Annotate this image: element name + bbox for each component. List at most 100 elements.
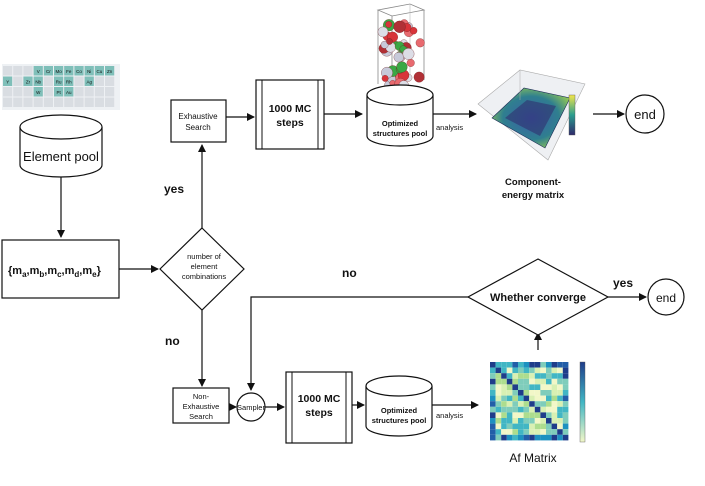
af-cell (523, 423, 530, 430)
af-cell (557, 418, 563, 424)
non-exhaustive-line-3: Search (189, 412, 213, 421)
atom-sphere (381, 75, 389, 82)
periodic-cell (105, 76, 115, 86)
af-cell (529, 378, 535, 385)
no-label-loop: no (342, 266, 357, 280)
periodic-cell (3, 87, 13, 97)
af-cell (495, 412, 502, 418)
af-cell (546, 434, 552, 441)
af-cell (512, 384, 518, 390)
af-cell (546, 362, 552, 368)
decision-whether-converge: Whether converge (466, 258, 610, 336)
af-cell (506, 395, 513, 402)
af-cell (529, 429, 535, 435)
af-cell (506, 434, 513, 441)
periodic-cell (84, 97, 94, 107)
af-cell (490, 429, 496, 435)
af-cell (512, 423, 518, 430)
af-cell (506, 378, 513, 385)
af-cell (523, 362, 530, 368)
af-cell (557, 384, 563, 390)
periodic-cell-highlight (64, 87, 74, 97)
atom-sphere (385, 21, 393, 28)
af-cell (512, 429, 518, 435)
af-cell (540, 362, 546, 368)
af-cell (495, 367, 502, 374)
af-cell (562, 418, 569, 424)
af-cell (546, 373, 552, 379)
af-cell (557, 367, 563, 374)
component-energy-line-2: energy matrix (502, 190, 565, 201)
af-cell (562, 390, 569, 396)
af-cell (529, 362, 535, 368)
component-energy-surface-image (477, 69, 586, 161)
element-set-box: {ma,mb,mc,md,me} (1, 239, 120, 299)
af-cell (546, 406, 552, 413)
periodic-cell (13, 87, 23, 97)
af-cell (529, 395, 535, 402)
af-cell (557, 401, 563, 407)
periodic-symbol: Zn (107, 69, 113, 74)
af-cell (562, 378, 569, 385)
af-cell (501, 434, 507, 441)
af-cell (540, 401, 546, 407)
af-cell (512, 401, 518, 407)
af-cell (518, 395, 524, 402)
periodic-cell-highlight (33, 76, 43, 86)
af-cell (562, 384, 569, 390)
af-cell (529, 367, 535, 374)
non-exhaustive-line-1: Non- (193, 392, 210, 401)
periodic-cell (13, 76, 23, 86)
af-cell (506, 412, 513, 418)
periodic-cell (23, 66, 33, 76)
af-cell (546, 390, 552, 396)
af-cell (546, 412, 552, 418)
af-cell (534, 429, 541, 435)
edge-converge-loop-to-sampler (247, 296, 468, 391)
af-cell (523, 373, 530, 379)
periodic-cell (43, 87, 53, 97)
af-cell (546, 378, 552, 385)
af-cell (501, 429, 507, 435)
af-matrix-label: Af Matrix (509, 451, 556, 465)
periodic-cell (13, 66, 23, 76)
af-cell (540, 418, 546, 424)
periodic-cell (23, 87, 33, 97)
af-cell (529, 406, 535, 413)
periodic-cell (54, 97, 64, 107)
af-cell (512, 434, 518, 441)
af-cell (562, 395, 569, 402)
af-cell (518, 423, 524, 430)
af-cell (495, 406, 502, 413)
af-cell (490, 373, 496, 379)
exhaustive-line-2: Search (185, 123, 210, 132)
af-cell (529, 384, 535, 390)
af-cell (534, 412, 541, 418)
af-cell (546, 418, 552, 424)
periodic-cell-highlight (54, 66, 64, 76)
mc-top-line-2: steps (276, 117, 304, 129)
af-cell (534, 362, 541, 368)
af-cell (501, 378, 507, 385)
yes-label-right: yes (613, 276, 633, 290)
af-cell (518, 373, 524, 379)
af-cell (540, 373, 546, 379)
atom-sphere (406, 58, 415, 67)
sampler-label: Sampler (237, 403, 265, 412)
yes-label-up: yes (164, 182, 184, 196)
af-cell (501, 406, 507, 413)
periodic-symbol: Fe (66, 69, 72, 74)
af-cell (501, 373, 507, 379)
af-cell (562, 406, 569, 413)
structures-pool-bottom-cylinder: Optimized structures pool (365, 375, 433, 437)
af-cell (490, 384, 496, 390)
periodic-symbol: Y (6, 80, 9, 85)
af-cell (490, 406, 496, 413)
af-cell (551, 390, 558, 396)
af-cell (562, 373, 569, 379)
decision-line-1: number of (187, 252, 222, 261)
af-cell (490, 412, 496, 418)
mc-bottom-line-2: steps (305, 407, 333, 419)
af-cell (523, 378, 530, 385)
periodic-symbol: V (37, 69, 40, 74)
